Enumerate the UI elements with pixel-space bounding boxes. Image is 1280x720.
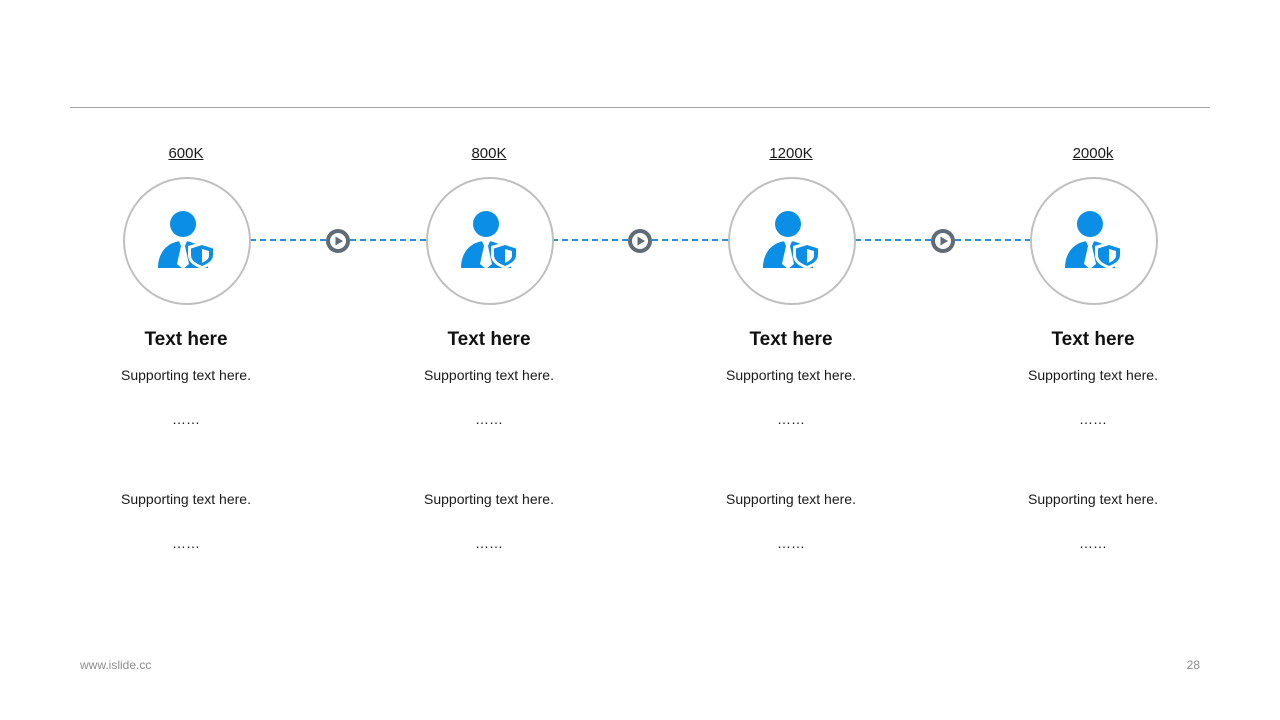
footer-url: www.islide.cc	[80, 658, 152, 672]
page-number: 28	[1186, 658, 1200, 672]
step-circle	[728, 177, 856, 305]
step-text: ……	[172, 411, 200, 427]
step-text: Supporting text here.	[424, 367, 554, 383]
timeline-step: 1200K Text here Supporting text here. ………	[671, 0, 911, 720]
step-text: Supporting text here.	[726, 367, 856, 383]
timeline-step: 600K Text here Supporting text here. …… …	[66, 0, 306, 720]
timeline-step: 2000k Text here Supporting text here. ………	[973, 0, 1213, 720]
step-text: ……	[1079, 535, 1107, 551]
step-value: 600K	[168, 145, 204, 162]
step-text: ……	[172, 535, 200, 551]
play-circle-icon	[326, 229, 350, 253]
step-text: Supporting text here.	[1028, 367, 1158, 383]
businessman-shield-icon	[1065, 211, 1123, 269]
step-circle	[123, 177, 251, 305]
step-text: Supporting text here.	[726, 491, 856, 507]
businessman-shield-icon	[158, 211, 216, 269]
step-title: Text here	[749, 329, 833, 350]
step-text: ……	[1079, 411, 1107, 427]
step-title: Text here	[447, 329, 531, 350]
step-text: Supporting text here.	[1028, 491, 1158, 507]
play-circle-icon	[931, 229, 955, 253]
top-divider	[70, 107, 1210, 108]
step-text: Supporting text here.	[121, 491, 251, 507]
play-circle-icon	[628, 229, 652, 253]
step-text: ……	[475, 535, 503, 551]
step-title: Text here	[1051, 329, 1135, 350]
step-text: Supporting text here.	[424, 491, 554, 507]
step-text: ……	[475, 411, 503, 427]
step-title: Text here	[144, 329, 228, 350]
step-circle	[426, 177, 554, 305]
businessman-shield-icon	[763, 211, 821, 269]
step-value: 800K	[471, 145, 507, 162]
step-circle	[1030, 177, 1158, 305]
businessman-shield-icon	[461, 211, 519, 269]
step-text: ……	[777, 535, 805, 551]
step-text: Supporting text here.	[121, 367, 251, 383]
step-text: ……	[777, 411, 805, 427]
step-value: 1200K	[769, 145, 813, 162]
timeline-step: 800K Text here Supporting text here. …… …	[369, 0, 609, 720]
step-value: 2000k	[1072, 145, 1114, 162]
